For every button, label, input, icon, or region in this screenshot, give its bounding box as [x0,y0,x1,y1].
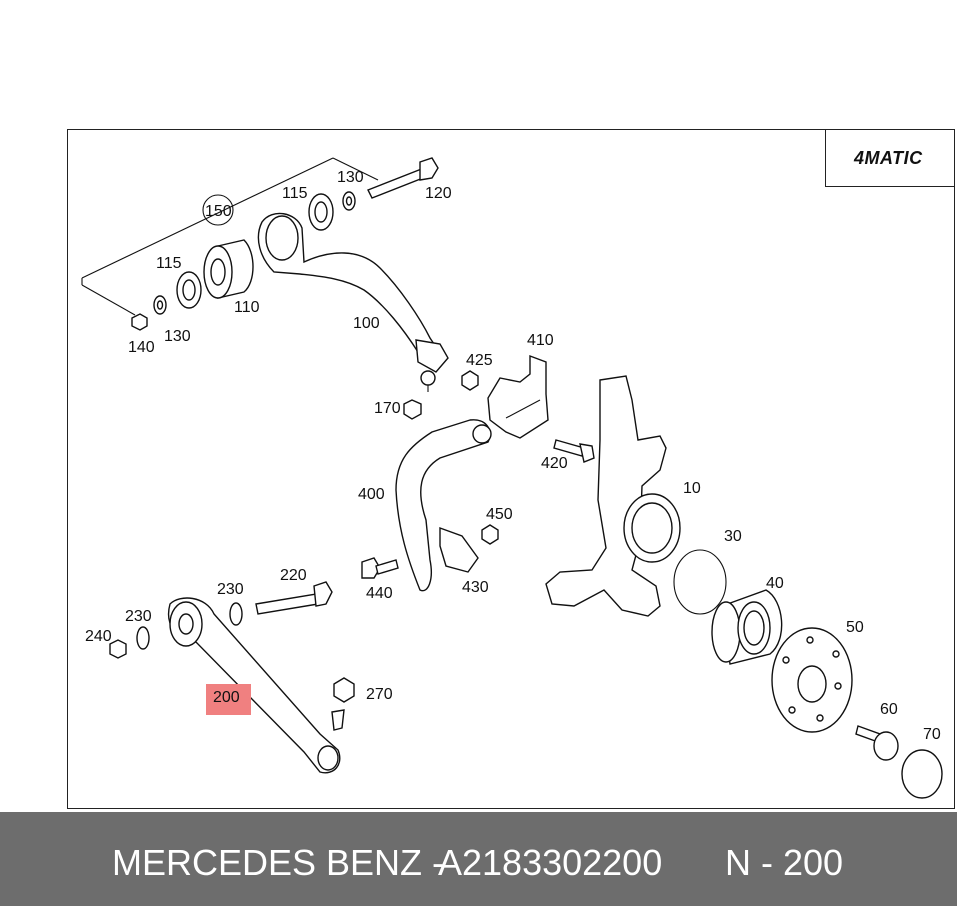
callout-430: 430 [462,579,489,596]
footer-bar: MERCEDES BENZ - A2183302200 N - 200 [0,812,957,906]
callout-130: 130 [337,169,364,186]
seal-ring [176,193,334,309]
washer-230 [136,626,150,650]
lower-arm [395,419,492,592]
callout-130: 130 [164,328,191,345]
steering-knuckle [545,375,681,617]
plate-430 [439,527,479,573]
group-bracket-150 [81,157,379,316]
callout-270: 270 [366,686,393,703]
callout-40: 40 [766,575,784,592]
nut-170 [403,399,422,420]
bracket [487,354,549,439]
callout-410: 410 [527,332,554,349]
callout-120: 120 [425,185,452,202]
bolt [367,157,439,199]
callout-100: 100 [353,315,380,332]
highlight-box-200 [206,684,251,715]
bolt-220 [255,581,333,615]
callout-230: 230 [217,581,244,598]
callout-200: 200 [213,689,240,706]
bushing [203,239,254,299]
callout-115: 115 [156,255,182,272]
callout-30: 30 [724,528,742,545]
wheel-hub [771,627,853,733]
nut-240 [109,639,127,659]
nut-450 [481,524,499,545]
footer-part-number: A2183302200 [438,842,663,883]
callout-220: 220 [280,567,307,584]
washer-230 [229,602,243,626]
callout-70: 70 [923,726,941,743]
nut-270 [333,677,355,703]
callout-240: 240 [85,628,112,645]
footer-reference: N - 200 [725,842,844,883]
callout-140: 140 [128,339,155,356]
dust-cap [901,749,943,799]
callout-10: 10 [683,480,701,497]
upper-control-arm [257,212,449,392]
strut-arm [167,597,345,774]
callout-425: 425 [466,352,493,369]
snap-ring [673,549,727,615]
callout-115: 115 [282,185,308,202]
callout-400: 400 [358,486,385,503]
4matic-logo-box: 4MATIC [825,130,955,187]
callout-150: 150 [205,203,232,220]
hub-bolt [855,725,899,761]
callout-170: 170 [374,400,401,417]
nut-425 [461,370,479,391]
callout-230: 230 [125,608,152,625]
callout-50: 50 [846,619,864,636]
nut [131,313,148,331]
bolt-420 [553,439,595,463]
callout-circle-150 [202,194,234,226]
wheel-bearing [711,589,783,665]
washer [153,191,356,315]
footer-brand: MERCEDES BENZ - [112,842,445,883]
callout-420: 420 [541,455,568,472]
callout-440: 440 [366,585,393,602]
bolt-440 [361,557,399,579]
callout-450: 450 [486,506,513,523]
diagram-frame [67,129,955,809]
4matic-logo: 4MATIC [854,148,923,168]
callout-110: 110 [234,299,260,316]
callout-60: 60 [880,701,898,718]
